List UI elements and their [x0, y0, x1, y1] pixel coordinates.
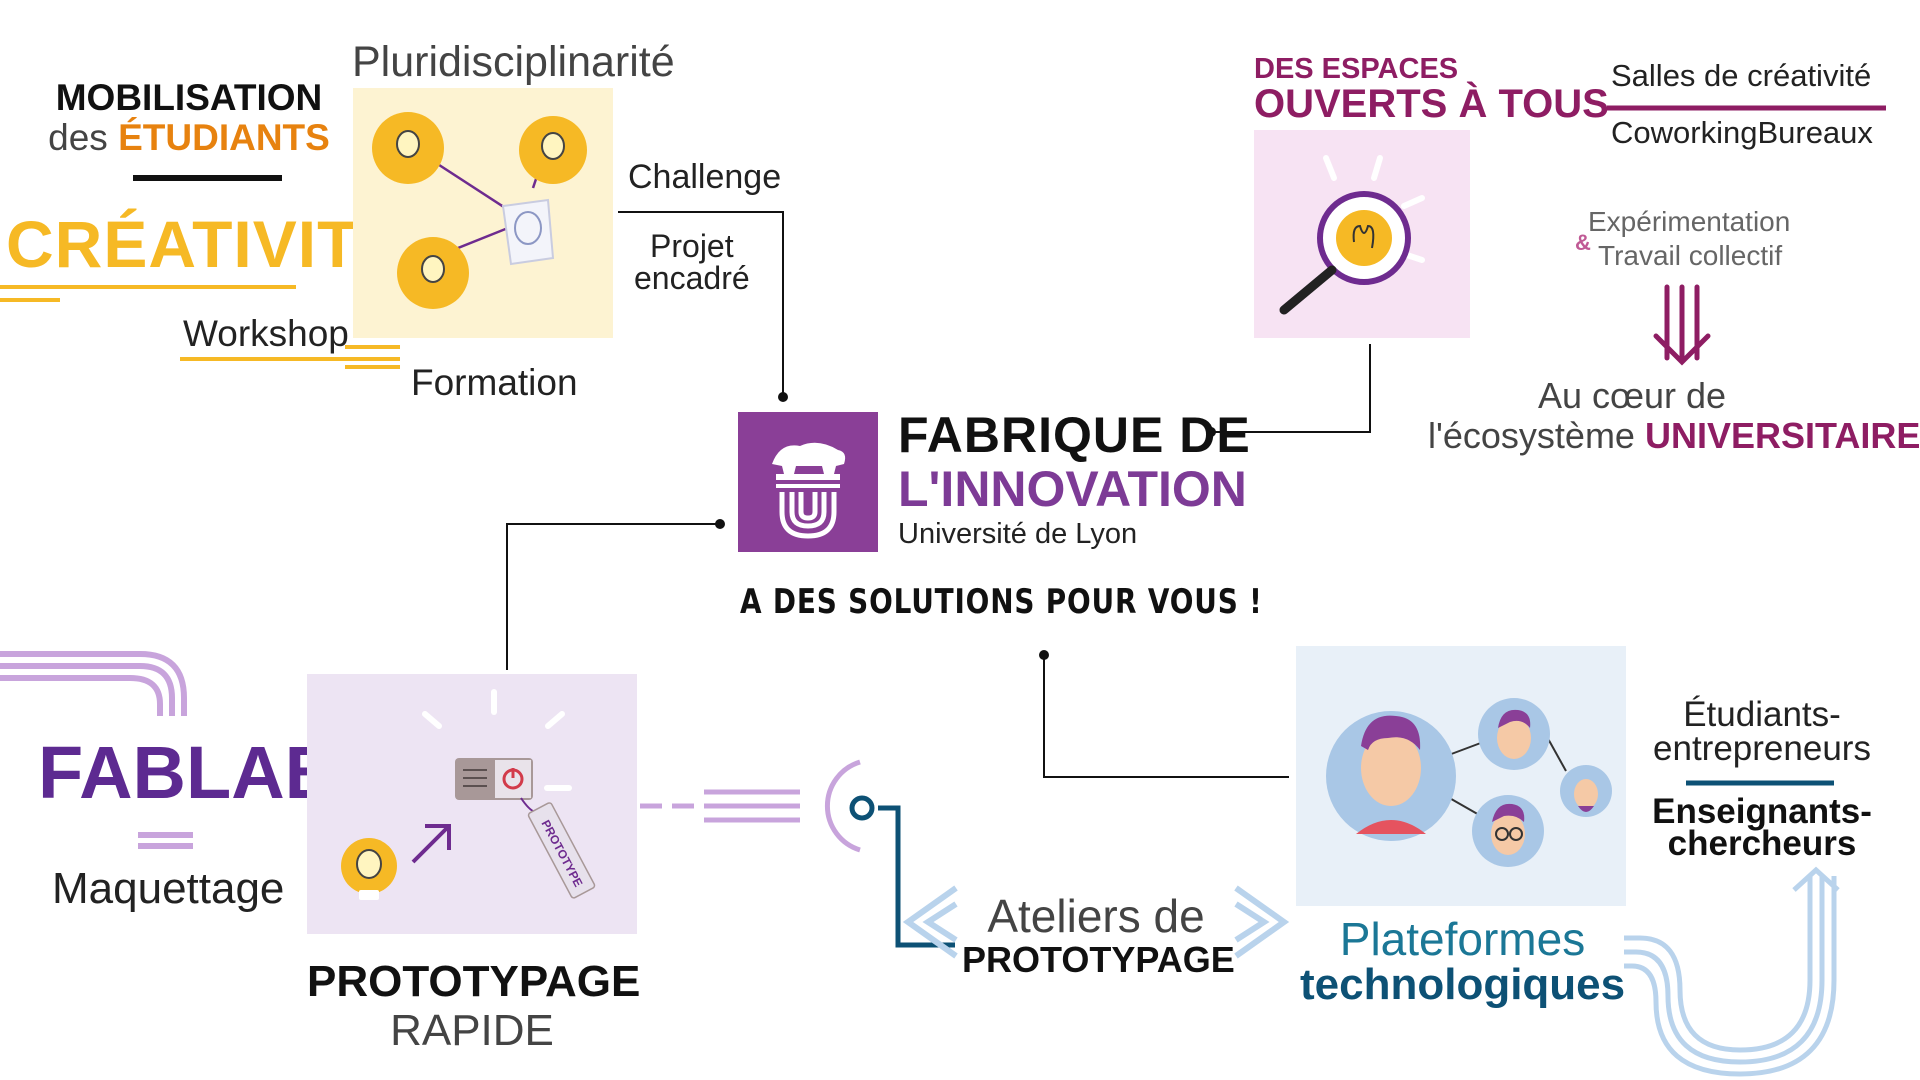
students-line1: Étudiants- — [1683, 695, 1841, 734]
chevrons-icon — [902, 885, 1290, 959]
prototype-panel: PROTOTYPE — [307, 674, 637, 934]
connector-platforms — [1043, 656, 1289, 778]
fablab-lilac-curves — [0, 651, 193, 849]
magnifier-idea-icon — [1279, 155, 1425, 315]
heart-line2: l'écosystème UNIVERSITAIRE — [1428, 416, 1920, 456]
creativity-title: CRÉATIVITÉ — [6, 207, 404, 281]
connector-dot — [715, 519, 725, 529]
connector-dot — [778, 392, 788, 402]
connector-spaces — [1212, 344, 1371, 433]
connector-fablab — [506, 523, 720, 670]
students-line: des ÉTUDIANTS — [44, 118, 334, 158]
experimentation-label: Expérimentation Travail collectif — [1588, 205, 1790, 273]
challenge-label: Challenge — [628, 158, 782, 196]
prototypage-line1: PROTOTYPAGE — [307, 957, 641, 1006]
teachers-line1: Enseignants- — [1652, 792, 1872, 831]
spaces-line1: DES ESPACES — [1254, 53, 1459, 85]
mobilisation-heading: MOBILISATION des ÉTUDIANTS — [44, 78, 334, 158]
platforms-line1: Plateformes — [1339, 913, 1586, 965]
coworking-label: CoworkingBureaux — [1611, 115, 1873, 150]
ideas-network-icon — [372, 112, 587, 309]
ecosysteme-label: l'écosystème — [1428, 415, 1635, 456]
navy-connector — [878, 805, 955, 948]
lion-university-logo-icon — [772, 442, 846, 539]
platforms-title: Plateformes technologiques — [1300, 916, 1625, 1008]
students-line2: entrepreneurs — [1653, 729, 1871, 768]
center-title: FABRIQUE DE L'INNOVATION Université de L… — [898, 408, 1251, 552]
university-logo — [738, 412, 878, 552]
ideas-network-panel — [353, 88, 613, 338]
ateliers-line2: PROTOTYPAGE — [962, 939, 1235, 980]
title-line1: FABRIQUE DE — [898, 407, 1251, 463]
heart-label: Au cœur de l'écosystème UNIVERSITAIRE — [1428, 376, 1920, 456]
exp-line: Expérimentation — [1588, 206, 1791, 237]
title-line2: L'INNOVATION — [898, 461, 1247, 517]
students-label: Étudiants- entrepreneurs — [1644, 695, 1880, 768]
prototypage-line2: RAPIDE — [390, 1006, 554, 1055]
connector-dot — [1039, 650, 1049, 660]
encadre-line: encadré — [634, 260, 750, 296]
projet-line: Projet — [650, 228, 734, 264]
salles-label: Salles de créativité — [1611, 58, 1872, 93]
workshop-label: Workshop — [183, 313, 349, 354]
people-network-panel — [1296, 646, 1626, 906]
des-label: des — [48, 117, 108, 158]
down-arrows-icon — [1653, 284, 1711, 366]
prototype-device-icon: PROTOTYPE — [341, 689, 596, 900]
formation-label: Formation — [411, 362, 578, 403]
mobilisation-line: MOBILISATION — [55, 77, 323, 118]
travail-line: Travail collectif — [1598, 240, 1783, 271]
projet-encadre-label: Projet encadré — [634, 230, 750, 294]
connector-creativity — [618, 211, 784, 396]
magnifier-panel — [1254, 130, 1470, 338]
ateliers-line1: Ateliers de — [987, 890, 1205, 942]
navy-node — [849, 795, 875, 821]
universitaire-label: UNIVERSITAIRE — [1644, 415, 1920, 456]
spaces-line2: OUVERTS À TOUS — [1254, 82, 1609, 126]
teachers-line2: chercheurs — [1667, 824, 1857, 863]
spaces-title: DES ESPACES OUVERTS À TOUS — [1254, 54, 1609, 124]
teachers-label: Enseignants- chercheurs — [1644, 792, 1880, 863]
pluri-label: Pluridisciplinarité — [352, 38, 675, 86]
fablab-title: FABLAB — [38, 731, 339, 814]
creativity-underlines — [0, 285, 400, 369]
prototypage-title: PROTOTYPAGE RAPIDE — [307, 957, 641, 1056]
ateliers-label: Ateliers de PROTOTYPAGE — [962, 890, 1235, 980]
tagline: A DES SOLUTIONS POUR VOUS ! — [740, 582, 1263, 622]
students-label: ÉTUDIANTS — [118, 117, 330, 158]
university-name: Université de Lyon — [898, 518, 1138, 550]
dashed-link — [640, 759, 861, 853]
platforms-sky-curves — [1624, 866, 1840, 1077]
heart-line1: Au cœur de — [1538, 375, 1727, 416]
maquettage-label: Maquettage — [52, 864, 285, 913]
amp-symbol: & — [1575, 230, 1591, 255]
platforms-line2: technologiques — [1300, 960, 1626, 1009]
connector-dot — [1206, 427, 1216, 437]
people-network-icon — [1326, 698, 1612, 867]
